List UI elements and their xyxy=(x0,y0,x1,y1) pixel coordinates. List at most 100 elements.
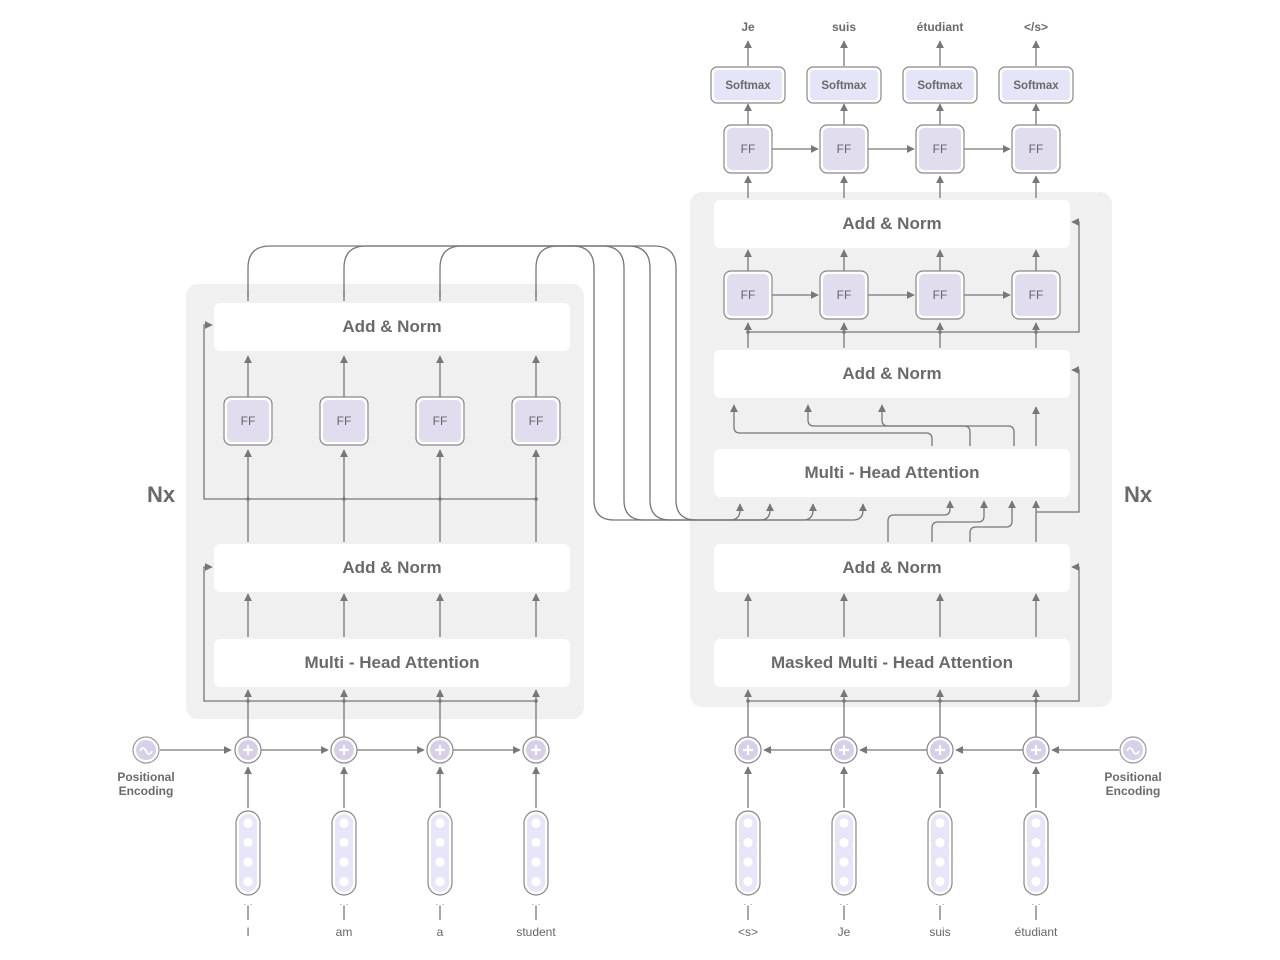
decoder-out-ff-3-fill xyxy=(1015,128,1057,170)
embedding-vector-fill xyxy=(835,814,853,892)
embedding-vector-fill xyxy=(239,814,257,892)
encoder-attention-label: Multi - Head Attention xyxy=(304,653,479,672)
decoder-add-norm-mid-label: Add & Norm xyxy=(842,364,941,383)
connector-path xyxy=(969,500,1016,542)
embedding-dot xyxy=(1031,818,1041,828)
junction-dot xyxy=(438,699,442,703)
decoder-out-ff-3-label: FF xyxy=(1029,142,1044,156)
encoder-input-token: am xyxy=(336,925,353,939)
embedding-dot xyxy=(339,896,349,906)
embedding-vector-fill xyxy=(431,814,449,892)
junction-dot xyxy=(534,699,538,703)
embedding-dot xyxy=(1031,896,1041,906)
junction-dot xyxy=(534,497,538,501)
embedding-dot xyxy=(743,837,753,848)
encoder-ff-1-fill xyxy=(323,400,365,442)
junction-dot xyxy=(438,497,442,501)
junction-dot xyxy=(342,497,346,501)
decoder-ff-3-label: FF xyxy=(1029,288,1044,302)
decoder-out-ff-0-label: FF xyxy=(741,142,756,156)
decoder-ff-0-label: FF xyxy=(741,288,756,302)
plus-icon xyxy=(839,745,849,755)
embedding-dot xyxy=(839,857,849,867)
decoder-add-norm-top-label: Add & Norm xyxy=(842,214,941,233)
softmax-fill xyxy=(714,70,782,100)
embedding-vector-fill xyxy=(739,814,757,892)
encoder-input-token: a xyxy=(437,925,444,939)
softmax-label: Softmax xyxy=(1013,80,1059,92)
embedding-dot xyxy=(839,818,849,828)
embedding-dot xyxy=(743,876,753,887)
decoder-output-token: suis xyxy=(832,20,856,34)
repeated-components: IFFamFFaFFstudentFFPositionalEncoding<s>… xyxy=(117,20,1161,939)
connector-path xyxy=(748,218,1080,333)
decoder-add-norm-bottom xyxy=(714,544,1070,592)
decoder-input-token: suis xyxy=(929,925,950,939)
embedding-dot xyxy=(935,896,945,906)
decoder-ff-1-fill xyxy=(823,274,865,316)
embedding-dot xyxy=(531,837,541,848)
embedding-dot xyxy=(531,896,541,906)
softmax-fill xyxy=(1002,70,1070,100)
embedding-dot xyxy=(339,857,349,867)
encoder-add-norm-bottom-label: Add & Norm xyxy=(342,558,441,577)
decoder-input-token: étudiant xyxy=(1015,925,1058,939)
plus-icon xyxy=(243,745,253,755)
plus-icon xyxy=(1031,745,1041,755)
embedding-dot xyxy=(339,876,349,887)
decoder-pe-label-2: Encoding xyxy=(1106,784,1161,798)
encoder-ff-1-label: FF xyxy=(337,414,352,428)
connector-path xyxy=(247,245,744,521)
sine-wave-icon xyxy=(139,747,153,755)
decoder-out-ff-0-fill xyxy=(727,128,769,170)
plus-icon xyxy=(531,745,541,755)
embedding-dot xyxy=(339,818,349,828)
encoder-ff-0-fill xyxy=(227,400,269,442)
connector-path xyxy=(203,563,536,702)
embedding-dot xyxy=(935,857,945,867)
encoder-input-token: I xyxy=(246,925,249,939)
embedding-dot xyxy=(435,896,445,906)
junction-dot xyxy=(842,699,846,703)
plus-icon xyxy=(435,745,445,755)
junction-dot xyxy=(938,699,942,703)
decoder-ff-2-fill xyxy=(919,274,961,316)
junction-dot xyxy=(342,699,346,703)
embedding-dot xyxy=(743,896,753,906)
embedding-dot xyxy=(435,837,445,848)
decoder-ff-2-label: FF xyxy=(933,288,948,302)
embedding-dot xyxy=(243,896,253,906)
embedding-dot xyxy=(1031,857,1041,867)
embedding-vector-fill xyxy=(1027,814,1045,892)
embedding-dot xyxy=(839,837,849,848)
decoder-add-norm-bottom-label: Add & Norm xyxy=(842,558,941,577)
encoder-ff-0-label: FF xyxy=(241,414,256,428)
embedding-dot xyxy=(531,876,541,887)
encoder-repeat-label: Nx xyxy=(147,482,176,507)
embedding-dot xyxy=(839,896,849,906)
plus-icon xyxy=(935,745,945,755)
decoder-ff-0-fill xyxy=(727,274,769,316)
embedding-dot xyxy=(1031,876,1041,887)
embedding-dot xyxy=(435,857,445,867)
connector-path xyxy=(535,245,867,521)
decoder-input-token: <s> xyxy=(738,925,758,939)
encoder-attention xyxy=(214,639,570,687)
embedding-dot xyxy=(339,837,349,848)
junction-dot xyxy=(1034,330,1038,334)
softmax-label: Softmax xyxy=(725,80,771,92)
embedding-vector-fill xyxy=(931,814,949,892)
embedding-dot xyxy=(935,837,945,848)
junction-dot xyxy=(842,330,846,334)
encoder-add-norm-bottom xyxy=(214,544,570,592)
decoder-add-norm-top xyxy=(714,200,1070,248)
decoder-masked-attention-label: Masked Multi - Head Attention xyxy=(771,653,1013,672)
decoder-pe-label-1: Positional xyxy=(1104,770,1161,784)
decoder-output-token: étudiant xyxy=(917,20,964,34)
connector-path xyxy=(730,404,933,446)
decoder-masked-attention xyxy=(714,639,1070,687)
embedding-dot xyxy=(1031,837,1041,848)
sine-wave-icon xyxy=(1126,747,1140,755)
encoder-ff-2-fill xyxy=(419,400,461,442)
